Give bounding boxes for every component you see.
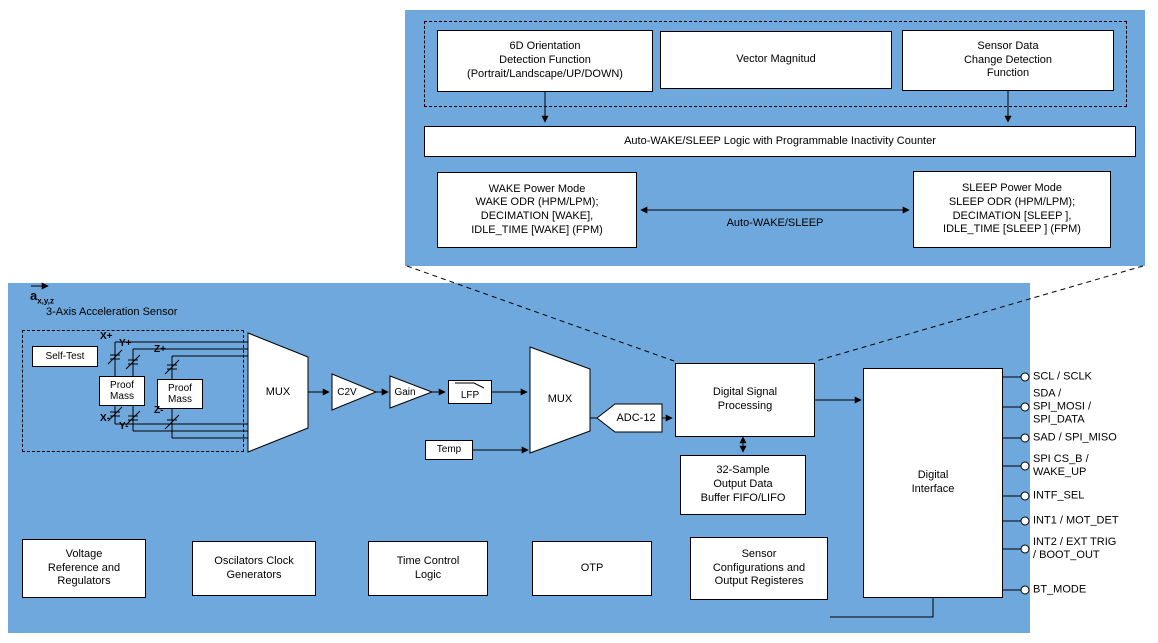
axis-label-x-plus: X+ xyxy=(100,331,113,342)
auto-wake-sleep-logic-block: Auto-WAKE/SLEEP Logic with Programmable … xyxy=(424,126,1136,157)
proof-mass-block-1: Proof Mass xyxy=(99,376,145,406)
acceleration-vector-symbol: ax,y,z xyxy=(30,288,54,306)
axis-label-y-minus: Y- xyxy=(119,421,129,432)
pin-label-bt-mode: BT_MODE xyxy=(1033,583,1087,596)
axis-label-z-plus: Z+ xyxy=(154,344,166,355)
pin-label-scl: SCL / SCLK xyxy=(1033,370,1092,383)
wake-power-mode-block: WAKE Power Mode WAKE ODR (HPM/LPM); DECI… xyxy=(437,172,637,248)
axis-label-z-minus: Z- xyxy=(154,405,164,416)
pin-label-spi-cs: SPI CS_B / WAKE_UP xyxy=(1033,453,1089,478)
sensor-section-title: 3-Axis Acceleration Sensor xyxy=(46,306,178,318)
mux2-label: MUX xyxy=(547,393,573,405)
vector-subscript: x,y,z xyxy=(37,296,54,306)
pin-label-intf-sel: INTF_SEL xyxy=(1033,489,1085,502)
time-control-logic-block: Time Control Logic xyxy=(368,541,488,596)
detection-functions-group-outline xyxy=(424,21,1127,107)
orientation-detection-block: 6D Orientation Detection Function (Portr… xyxy=(437,30,653,92)
lpf-response-icon xyxy=(455,382,485,389)
axis-label-y-plus: Y+ xyxy=(119,338,132,349)
low-pass-filter-block: LFP xyxy=(448,380,492,404)
self-test-block: Self-Test xyxy=(32,346,98,367)
sensor-data-change-block: Sensor Data Change Detection Function xyxy=(902,30,1114,91)
sensor-element-outline xyxy=(22,330,244,452)
auto-wake-sleep-arrow-label: Auto-WAKE/SLEEP xyxy=(726,217,824,229)
mux1-label: MUX xyxy=(265,386,291,398)
vector-letter: a xyxy=(30,288,38,303)
c2v-label: C2V xyxy=(337,386,357,398)
axis-label-x-minus: X- xyxy=(100,413,110,424)
proof-mass-block-2: Proof Mass xyxy=(157,379,203,409)
digital-signal-processing-block: Digital Signal Processing xyxy=(675,363,815,437)
temp-sensor-block: Temp xyxy=(425,440,473,460)
vector-magnitude-block: Vector Magnitud xyxy=(660,31,892,89)
oscillators-clock-block: Oscilators Clock Generators xyxy=(192,541,316,596)
fifo-buffer-block: 32-Sample Output Data Buffer FIFO/LIFO xyxy=(680,455,806,515)
adc-label: ADC-12 xyxy=(616,412,656,424)
gain-label: Gain xyxy=(394,386,416,398)
sleep-power-mode-block: SLEEP Power Mode SLEEP ODR (HPM/LPM); DE… xyxy=(913,171,1111,248)
pin-label-sda: SDA / SPI_MOSI / SPI_DATA xyxy=(1033,387,1092,426)
lfp-label: LFP xyxy=(460,389,480,401)
pin-label-int2: INT2 / EXT TRIG / BOOT_OUT xyxy=(1033,536,1117,561)
digital-interface-block: Digital Interface xyxy=(863,368,1003,598)
pin-label-int1: INT1 / MOT_DET xyxy=(1033,514,1119,527)
pin-label-sad: SAD / SPI_MISO xyxy=(1033,431,1117,444)
sensor-configurations-block: Sensor Configurations and Output Registe… xyxy=(690,537,828,600)
voltage-reference-block: Voltage Reference and Regulators xyxy=(22,539,146,598)
otp-block: OTP xyxy=(532,541,652,596)
